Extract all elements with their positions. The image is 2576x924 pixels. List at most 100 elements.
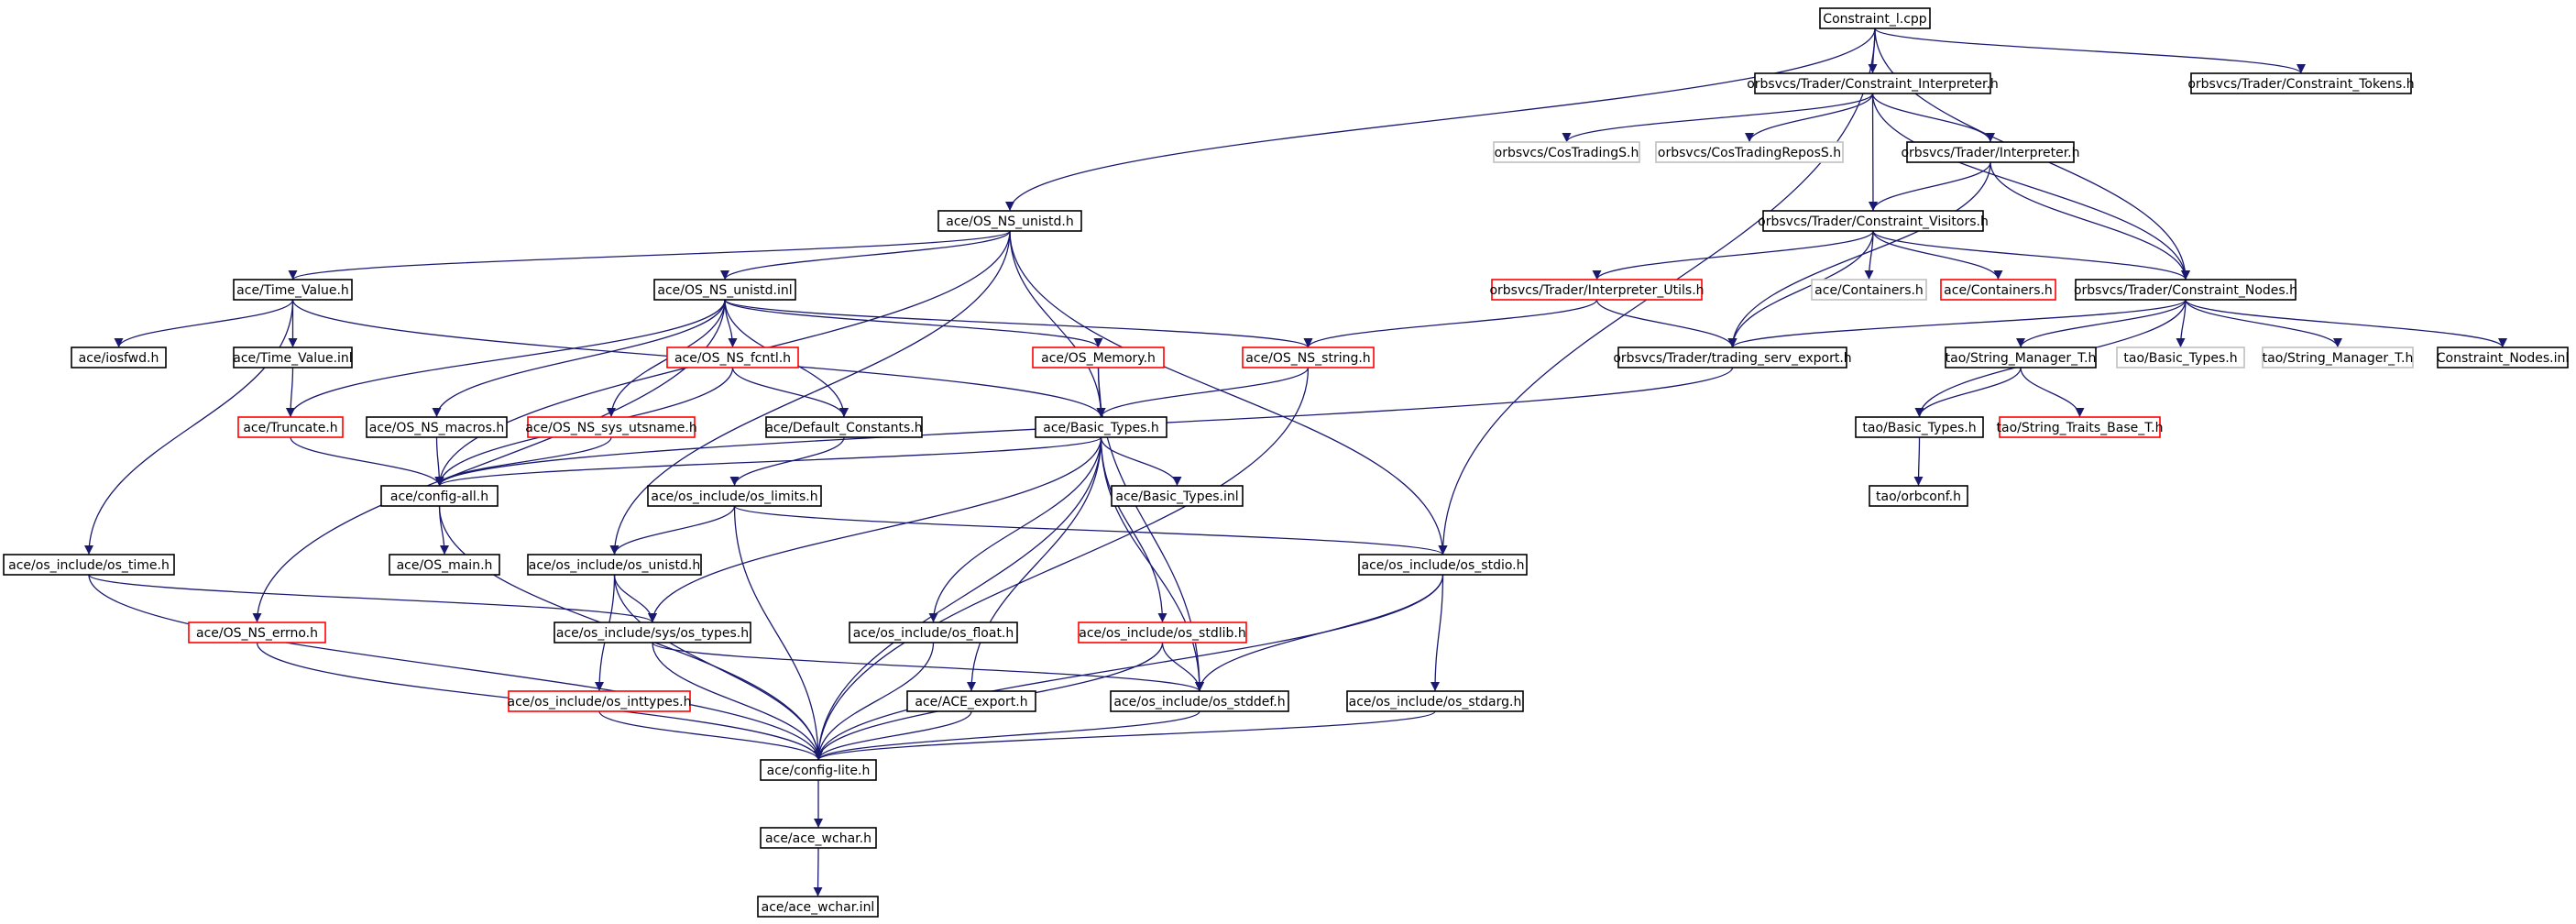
node-label: ace/os_include/os_stdarg.h xyxy=(1349,695,1522,710)
node-ace-os-include-os-stddef-h[interactable]: ace/os_include/os_stddef.h xyxy=(1110,690,1289,712)
node-label: ace/Time_Value.inl xyxy=(233,351,352,366)
node-box xyxy=(233,279,353,301)
node-label: tao/String_Traits_Base_T.h xyxy=(1997,421,2164,435)
node-label: orbsvcs/Trader/Interpreter.h xyxy=(1901,146,2079,160)
node-ace-ace-wchar-inl[interactable]: ace/ace_wchar.inl xyxy=(757,896,879,918)
node-ace-os-ns-unistd-h[interactable]: ace/OS_NS_unistd.h xyxy=(937,210,1082,232)
edge-n28-to-n31 xyxy=(434,436,1102,487)
node-ace-ace-wchar-h[interactable]: ace/ace_wchar.h xyxy=(760,827,877,849)
node-ace-ace-export-h[interactable]: ace/ACE_export.h xyxy=(906,690,1036,712)
node-ace-default-constants-h[interactable]: ace/Default_Constants.h xyxy=(765,416,923,438)
edge-n9-to-n24 xyxy=(286,299,726,418)
node-box xyxy=(1617,346,1847,368)
node-tao-basic-types-h[interactable]: tao/Basic_Types.h xyxy=(1855,416,1984,438)
node-box xyxy=(2437,346,2569,368)
edge-n13-to-n20 xyxy=(2016,299,2187,348)
node-orbsvcs-trader-constraint-tokens-h[interactable]: orbsvcs/Trader/Constraint_Tokens.h xyxy=(2187,72,2415,94)
node-label: orbsvcs/CosTradingS.h xyxy=(1495,146,1639,160)
node-box xyxy=(1491,279,1703,301)
node-ace-os-include-os-stdarg-h[interactable]: ace/os_include/os_stdarg.h xyxy=(1346,690,1524,712)
node-ace-basic-types-inl[interactable]: ace/Basic_Types.inl xyxy=(1111,485,1244,507)
node-box xyxy=(2116,346,2245,368)
node-box xyxy=(380,485,499,507)
node-ace-containers-h[interactable]: ace/Containers.h xyxy=(1940,279,2056,301)
edge-n13-to-n19 xyxy=(1727,299,2187,348)
node-box xyxy=(1242,346,1375,368)
node-constraint-l-cpp[interactable]: Constraint_l.cpp xyxy=(1819,7,1931,29)
node-constraint-nodes-inl[interactable]: Constraint_Nodes.inl xyxy=(2437,346,2570,368)
node-label: ace/os_include/os_float.h xyxy=(853,626,1014,641)
node-ace-os-include-sys-os-types-h[interactable]: ace/os_include/sys/os_types.h xyxy=(554,622,751,644)
node-box xyxy=(765,416,923,438)
edge-n1-to-n3 xyxy=(1562,93,1874,143)
node-ace-os-ns-unistd-inl[interactable]: ace/OS_NS_unistd.inl xyxy=(653,279,796,301)
node-ace-config-lite-h[interactable]: ace/config-lite.h xyxy=(760,759,877,781)
node-tao-basic-types-h: tao/Basic_Types.h xyxy=(2116,346,2245,368)
node-ace-basic-types-h[interactable]: ace/Basic_Types.h xyxy=(1035,416,1167,438)
node-ace-os-main-h[interactable]: ace/OS_main.h xyxy=(389,554,500,576)
node-ace-iosfwd-h[interactable]: ace/iosfwd.h xyxy=(71,346,167,368)
node-ace-truncate-h[interactable]: ace/Truncate.h xyxy=(237,416,344,438)
edge-n42-to-n45 xyxy=(1161,642,1204,692)
node-ace-os-ns-sys-utsname-h[interactable]: ace/OS_NS_sys_utsname.h xyxy=(525,416,697,438)
node-ace-os-ns-string-h[interactable]: ace/OS_NS_string.h xyxy=(1242,346,1375,368)
node-box xyxy=(2262,346,2414,368)
edge-n32-to-n38 xyxy=(733,505,1448,556)
node-orbsvcs-trader-interpreter-h[interactable]: orbsvcs/Trader/Interpreter.h xyxy=(1901,141,2080,163)
node-ace-os-include-os-time-h[interactable]: ace/os_include/os_time.h xyxy=(3,554,175,576)
edge-n10-to-n19 xyxy=(1595,299,1737,348)
node-ace-os-include-os-float-h[interactable]: ace/os_include/os_float.h xyxy=(849,622,1018,644)
node-tao-string-traits-base-t-h[interactable]: tao/String_Traits_Base_T.h xyxy=(1997,416,2164,438)
node-orbsvcs-trader-interpreter-utils-h[interactable]: orbsvcs/Trader/Interpreter_Utils.h xyxy=(1489,279,1705,301)
edge-n13-to-n22 xyxy=(2185,299,2342,348)
node-ace-os-include-os-unistd-h[interactable]: ace/os_include/os_unistd.h xyxy=(527,554,702,576)
node-box xyxy=(757,896,879,918)
edge-n29-to-n34 xyxy=(1913,436,1924,487)
node-label: ace/os_include/os_time.h xyxy=(8,558,170,573)
edge-n48-to-n49 xyxy=(813,847,823,897)
edge-n1-to-n5 xyxy=(1871,93,1995,143)
node-ace-os-memory-h[interactable]: ace/OS_Memory.h xyxy=(1032,346,1165,368)
node-ace-time-value-h[interactable]: ace/Time_Value.h xyxy=(233,279,353,301)
edge-n8-to-n14 xyxy=(114,299,294,348)
edge-n44-to-n47 xyxy=(814,710,972,761)
node-tao-string-manager-t-h[interactable]: tao/String_Manager_T.h xyxy=(1945,346,2097,368)
node-orbsvcs-costradingreposs-h: orbsvcs/CosTradingReposS.h xyxy=(1655,141,1844,163)
edges-layer xyxy=(84,28,2507,897)
edge-n41-to-n47 xyxy=(814,642,935,761)
node-ace-os-ns-macros-h[interactable]: ace/OS_NS_macros.h xyxy=(366,416,508,438)
node-label: ace/OS_NS_fcntl.h xyxy=(674,351,791,366)
node-tao-orbconf-h[interactable]: tao/orbconf.h xyxy=(1869,485,1968,507)
edge-n6-to-n8 xyxy=(288,230,1011,280)
node-box xyxy=(760,827,877,849)
node-label: tao/String_Manager_T.h xyxy=(1946,351,2097,366)
node-ace-os-include-os-inttypes-h[interactable]: ace/os_include/os_inttypes.h xyxy=(508,690,692,712)
node-label: ace/Containers.h xyxy=(1944,283,2053,298)
edge-n38-to-n46 xyxy=(1431,574,1444,692)
node-box xyxy=(554,622,751,644)
edge-n28-to-n47 xyxy=(814,436,1102,761)
edge-n7-to-n12 xyxy=(1872,230,2003,280)
node-ace-os-ns-fcntl-h[interactable]: ace/OS_NS_fcntl.h xyxy=(666,346,799,368)
node-ace-os-ns-errno-h[interactable]: ace/OS_NS_errno.h xyxy=(188,622,326,644)
node-orbsvcs-trader-constraint-visitors-h[interactable]: orbsvcs/Trader/Constraint_Visitors.h xyxy=(1758,210,1989,232)
node-label: tao/Basic_Types.h xyxy=(1862,421,1976,435)
edge-n6-to-n9 xyxy=(720,230,1011,280)
edge-n43-to-n47 xyxy=(598,710,823,761)
node-label: orbsvcs/Trader/Interpreter_Utils.h xyxy=(1489,283,1704,298)
node-ace-os-include-os-stdlib-h[interactable]: ace/os_include/os_stdlib.h xyxy=(1078,622,1247,644)
node-ace-time-value-inl[interactable]: ace/Time_Value.inl xyxy=(233,346,353,368)
node-ace-os-include-os-limits-h[interactable]: ace/os_include/os_limits.h xyxy=(647,485,822,507)
node-box xyxy=(1493,141,1640,163)
edge-n18-to-n28 xyxy=(1096,367,1310,418)
node-ace-config-all-h[interactable]: ace/config-all.h xyxy=(380,485,499,507)
node-box xyxy=(1078,622,1247,644)
node-orbsvcs-trader-trading-serv-export-h[interactable]: orbsvcs/Trader/trading_serv_export.h xyxy=(1613,346,1852,368)
edge-n7-to-n10 xyxy=(1592,230,1874,280)
node-orbsvcs-trader-constraint-nodes-h[interactable]: orbsvcs/Trader/Constraint_Nodes.h xyxy=(2074,279,2297,301)
node-orbsvcs-trader-constraint-interpreter-h[interactable]: orbsvcs/Trader/Constraint_Interpreter.h xyxy=(1747,72,1999,94)
node-box xyxy=(653,279,796,301)
node-box xyxy=(1655,141,1844,163)
node-ace-os-include-os-stdio-h[interactable]: ace/os_include/os_stdio.h xyxy=(1358,554,1528,576)
